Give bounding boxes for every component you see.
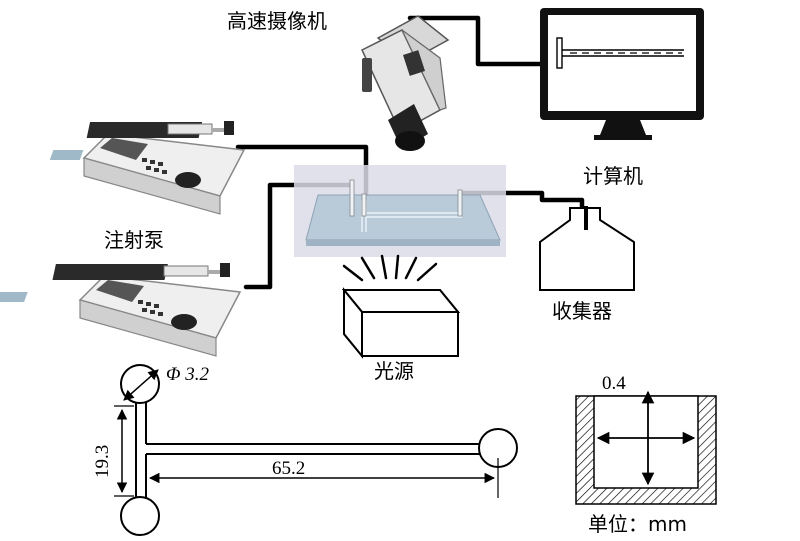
collector-bottle xyxy=(539,206,635,291)
diameter-dimension: Φ 3.2 xyxy=(166,364,209,385)
collector-label: 收集器 xyxy=(552,299,612,323)
syringe-pump-bottom xyxy=(0,263,242,357)
height-dimension: 19.3 xyxy=(92,445,113,478)
microfluidic-chip xyxy=(294,165,506,257)
pump-label: 注射泵 xyxy=(104,228,164,252)
wire-chip-collector xyxy=(459,190,585,215)
width-dimension: 0.4 xyxy=(602,373,626,394)
t-channel-drawing xyxy=(114,364,518,536)
camera-label: 高速摄像机 xyxy=(227,9,327,33)
computer-label: 计算机 xyxy=(583,164,643,188)
wire-camera-computer xyxy=(407,15,549,67)
channel-cross-section xyxy=(575,390,717,505)
syringe-pump-top xyxy=(49,121,246,215)
high-speed-camera xyxy=(361,15,450,151)
computer-monitor xyxy=(540,8,704,140)
light-source xyxy=(341,254,461,359)
unit-label: 单位：mm xyxy=(588,512,687,536)
light-label: 光源 xyxy=(374,359,414,383)
length-dimension: 65.2 xyxy=(272,458,305,479)
